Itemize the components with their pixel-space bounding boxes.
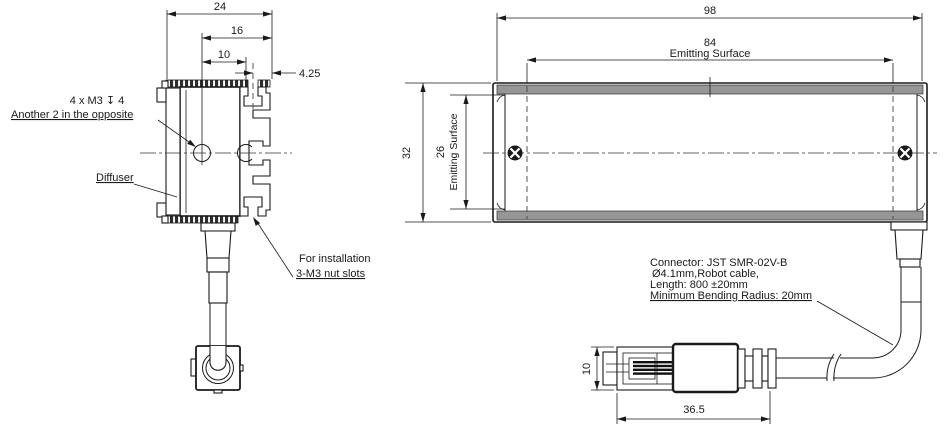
connector-detail: 10 36.5 Connector: JST SMR-02V-B Ø4.1mm,… [581, 257, 894, 424]
diffuser-strip [165, 87, 181, 216]
right-endcap-hooks [916, 94, 926, 211]
connector-notes: Connector: JST SMR-02V-B Ø4.1mm,Robot ca… [650, 257, 894, 346]
cable-bend-inner-arc [872, 329, 902, 359]
thread-note-line1: 4 x M3 ↧ 4 [70, 95, 124, 107]
slot-center-c-shape [237, 144, 253, 162]
strain-relief-collar [899, 258, 921, 268]
connector-note-line2: Ø4.1mm,Robot cable, [652, 268, 759, 280]
top-cap-hatch-left [165, 79, 249, 88]
cable-bend-outer-arc [872, 329, 922, 379]
dim-4-25-label: 4.25 [299, 68, 320, 80]
connector-latch [628, 357, 656, 380]
left-view-geometry [140, 79, 292, 394]
dim-32-label: 32 [401, 147, 413, 159]
bottom-cap-hatch [165, 215, 239, 224]
housing-front-outline [492, 82, 928, 223]
dim-10: 10 [202, 49, 247, 87]
diffuser-tab-top [156, 87, 167, 103]
right-view-geometry [483, 77, 937, 382]
connector-note-line3: Length: 800 ±20mm [650, 279, 748, 291]
dim-26: 26 Emitting Surface [435, 94, 505, 210]
strain-relief-body [894, 229, 924, 260]
connector-dimensions: 10 36.5 [581, 346, 771, 424]
connector-right-tick [239, 364, 244, 372]
connector-note-line1: Connector: JST SMR-02V-B [650, 257, 787, 269]
dim-36-5: 36.5 [616, 391, 771, 424]
top-cap-hatch-right [257, 79, 271, 88]
cable-break-symbol [826, 353, 842, 382]
front-bottom-strip [496, 210, 924, 221]
connector-overmold-body [671, 342, 740, 394]
connector-bottom-tab [213, 389, 223, 394]
dim-4-25: 4.25 [235, 63, 320, 113]
thread-note-leader [157, 119, 190, 143]
dim-98: 98 [496, 5, 923, 81]
dim-24-label: 24 [214, 1, 226, 13]
gland-body [204, 230, 232, 259]
dim-84: 84 Emitting Surface [526, 37, 894, 83]
dim-26-label: 26 [435, 146, 447, 158]
gland-tube [208, 271, 228, 304]
connector-geometry [602, 342, 777, 394]
install-note-arrow [253, 217, 261, 226]
diffuser-nub-bottom [161, 215, 169, 224]
diffuser-leader [133, 183, 178, 198]
diffuser-label: Diffuser [96, 172, 134, 184]
install-note-line2: 3-M3 nut slots [296, 268, 366, 280]
thread-note-line2: Another 2 in the opposite [11, 109, 133, 121]
left-view: 24 16 10 4.25 [11, 1, 371, 394]
dim-connector-10-label: 10 [581, 363, 593, 375]
strain-relief-ribs [737, 348, 777, 389]
emitting-surface-side-label: Emitting Surface [448, 113, 460, 190]
diffuser-nub-top [161, 80, 169, 89]
gland-collar [206, 257, 230, 273]
dim-98-label: 98 [704, 5, 716, 17]
right-view: 98 84 Emitting Surface 32 [401, 5, 937, 382]
install-note-leader [256, 221, 294, 278]
dim-16: 16 [201, 25, 272, 143]
dim-10-label: 10 [218, 49, 230, 61]
right-view-dimensions: 98 84 Emitting Surface 32 [401, 5, 923, 223]
install-note-line1: For installation [299, 253, 371, 265]
bending-radius-leader [816, 300, 894, 346]
strain-relief-flange [890, 221, 928, 231]
left-view-dimensions: 24 16 10 4.25 [166, 1, 320, 143]
dim-16-label: 16 [231, 25, 243, 37]
connector-front-lip [602, 351, 618, 386]
dim-24: 24 [166, 1, 273, 79]
dim-36-5-label: 36.5 [683, 404, 704, 416]
connector-shell [616, 346, 674, 391]
connector-pins [633, 361, 697, 375]
diffuser-tab-bottom [156, 202, 167, 218]
dim-32: 32 [401, 82, 491, 223]
gland-flange [200, 222, 236, 232]
right-screw [897, 145, 913, 161]
thread-note-arrow [187, 139, 196, 147]
dim-connector-10: 10 [581, 346, 614, 391]
cable-loop [209, 346, 227, 371]
left-screw [507, 145, 523, 161]
dim-84-label: 84 [704, 37, 716, 49]
connector-note-line4: Minimum Bending Radius: 20mm [650, 290, 812, 302]
nut-slot-profile [239, 86, 271, 217]
left-view-labels: 4 x M3 ↧ 4 Another 2 in the opposite Dif… [11, 95, 371, 280]
emitting-surface-top-label: Emitting Surface [670, 48, 751, 60]
